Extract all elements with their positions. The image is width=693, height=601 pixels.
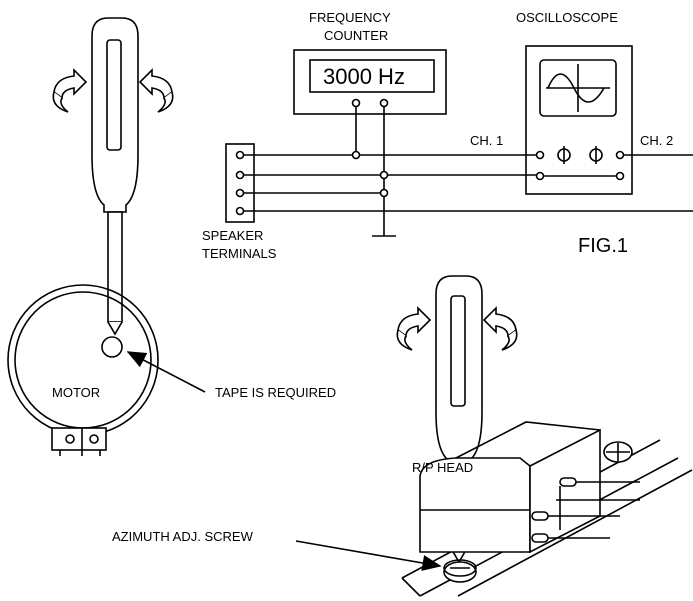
ch2-label: CH. 2 (640, 133, 673, 148)
rotation-arrow-icon (138, 68, 174, 113)
azimuth-pointer-arrow (295, 540, 442, 571)
oscilloscope-label: OSCILLOSCOPE (516, 10, 618, 25)
rotation-arrow-icon (396, 306, 432, 351)
counter-terminal (379, 98, 389, 108)
screwdriver-icon (91, 17, 139, 336)
motor (7, 284, 159, 456)
rp-head-assembly (401, 421, 693, 597)
rotation-arrow-icon (482, 306, 518, 351)
speaker-terminals-label-1: SPEAKER (202, 228, 263, 243)
motor-label: MOTOR (52, 385, 100, 400)
frequency-counter-label-1: FREQUENCY (309, 10, 391, 25)
rp-head-label: R/P HEAD (412, 460, 473, 475)
figure-label: FIG.1 (578, 235, 628, 257)
frequency-readout: 3000 Hz (323, 64, 405, 89)
counter-terminal (351, 98, 361, 108)
oscilloscope (525, 45, 633, 195)
tape-note-label: TAPE IS REQUIRED (215, 385, 336, 400)
ch1-label: CH. 1 (470, 133, 503, 148)
speaker-terminals-label-2: TERMINALS (202, 246, 277, 261)
wiring (244, 107, 693, 237)
rotation-arrow-icon (52, 68, 88, 113)
frequency-counter (293, 49, 447, 115)
frequency-counter-label-2: COUNTER (324, 28, 388, 43)
speaker-terminal-block (225, 143, 255, 223)
azimuth-screw-label: AZIMUTH ADJ. SCREW (112, 529, 254, 544)
tape-pointer-arrow (126, 351, 206, 393)
